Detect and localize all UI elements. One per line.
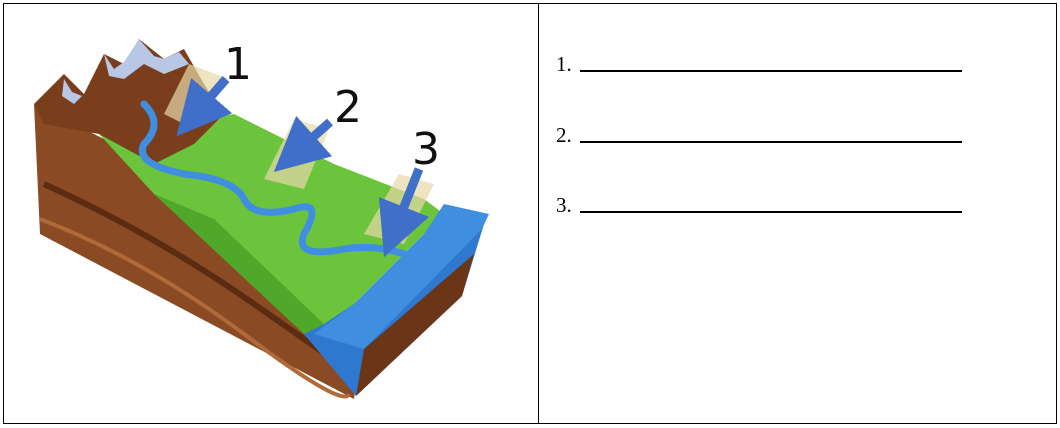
answer-cell: 1. 2. 3. (539, 4, 1056, 423)
callout-number-3: 3 (412, 124, 440, 175)
blank-rule (580, 211, 962, 213)
answer-label: 2. (556, 125, 580, 146)
blank-rule (580, 70, 962, 72)
answer-line-3[interactable]: 3. (556, 195, 962, 216)
diagram-cell: 1 2 3 (4, 4, 539, 423)
river-landform-diagram: 1 2 3 (4, 4, 538, 423)
answer-label: 1. (556, 54, 580, 75)
answer-label: 3. (556, 195, 580, 216)
answer-line-2[interactable]: 2. (556, 125, 962, 146)
blank-rule (580, 141, 962, 143)
callout-number-1: 1 (224, 39, 252, 90)
callout-number-2: 2 (334, 82, 362, 133)
answer-line-1[interactable]: 1. (556, 54, 962, 75)
worksheet-table: 1 2 3 1. 2. 3. (3, 3, 1057, 424)
